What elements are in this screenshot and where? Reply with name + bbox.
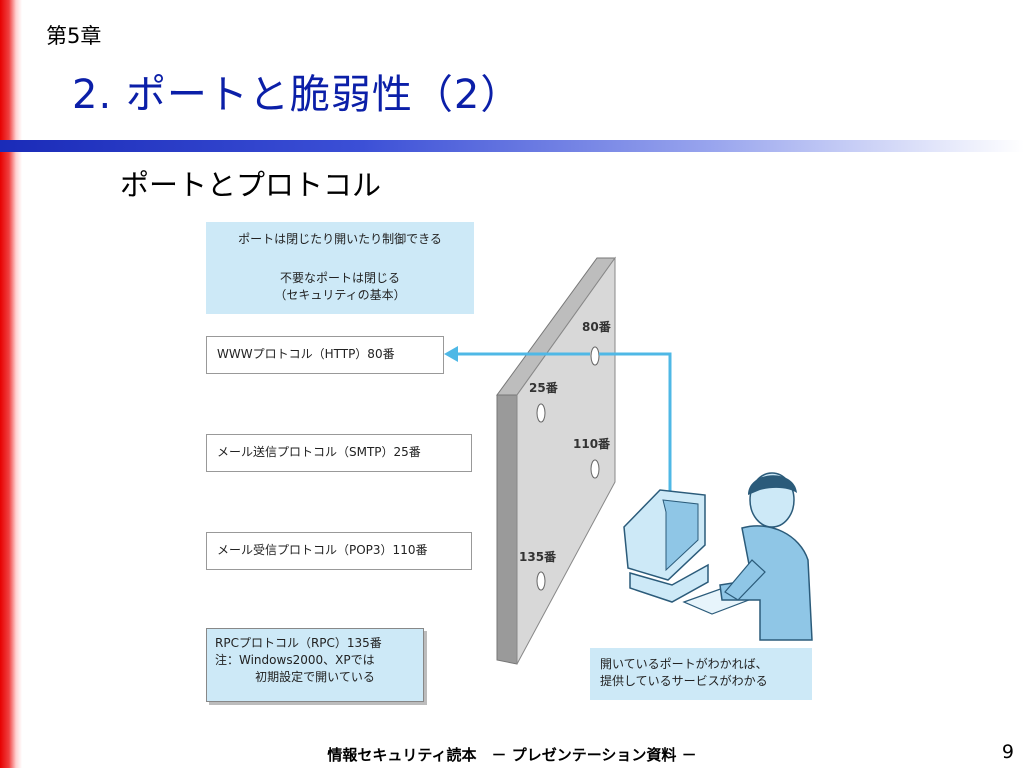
protocol-box-smtp: メール送信プロトコル（SMTP）25番: [206, 434, 472, 472]
port-hole-25: [536, 403, 546, 423]
port-hole-135: [536, 571, 546, 591]
user-note-line-1: 開いているポートがわかれば、: [600, 657, 768, 671]
rpc-note-box: RPCプロトコル（RPC）135番 注：Windows2000、XPでは 初期設…: [206, 628, 424, 702]
rpc-note-line-1: RPCプロトコル（RPC）135番: [215, 636, 382, 650]
port-label-110: 110番: [573, 436, 611, 451]
chapter-label: 第5章: [46, 24, 102, 48]
port-label-25: 25番: [529, 380, 559, 395]
principle-line-1: ポートは閉じたり開いたり制御できる: [238, 232, 442, 246]
arrow-head-icon: [444, 346, 458, 362]
user-note-box: 開いているポートがわかれば、 提供しているサービスがわかる: [590, 648, 812, 700]
protocol-box-pop3: メール受信プロトコル（POP3）110番: [206, 532, 472, 570]
port-label-135: 135番: [519, 549, 557, 564]
computer-user-illustration: [623, 472, 813, 641]
page-title: 2. ポートと脆弱性（2）: [72, 72, 522, 118]
principle-box: ポートは閉じたり開いたり制御できる 不要なポートは閉じる （セキュリティの基本）: [206, 222, 474, 314]
left-accent-bar: [0, 0, 22, 768]
principle-line-2: 不要なポートは閉じる: [279, 271, 400, 285]
wall-front: [516, 256, 616, 665]
wall-side: [496, 394, 518, 665]
port-label-80: 80番: [582, 319, 612, 334]
rpc-note-line-2: 注：Windows2000、XPでは: [215, 653, 375, 667]
section-subtitle: ポートとプロトコル: [120, 168, 382, 202]
title-underline: [0, 140, 1024, 152]
connection-line-user: [599, 352, 672, 498]
footer-text: 情報セキュリティ読本 － プレゼンテーション資料 －: [327, 746, 697, 764]
protocol-box-www: WWWプロトコル（HTTP）80番: [206, 336, 444, 374]
page-number: 9: [1001, 741, 1014, 763]
principle-line-3: （セキュリティの基本）: [274, 288, 406, 302]
user-note-line-2: 提供しているサービスがわかる: [600, 674, 768, 688]
rpc-note-line-3: 初期設定で開いている: [255, 670, 375, 684]
port-hole-80: [590, 346, 600, 366]
port-hole-110: [590, 459, 600, 479]
